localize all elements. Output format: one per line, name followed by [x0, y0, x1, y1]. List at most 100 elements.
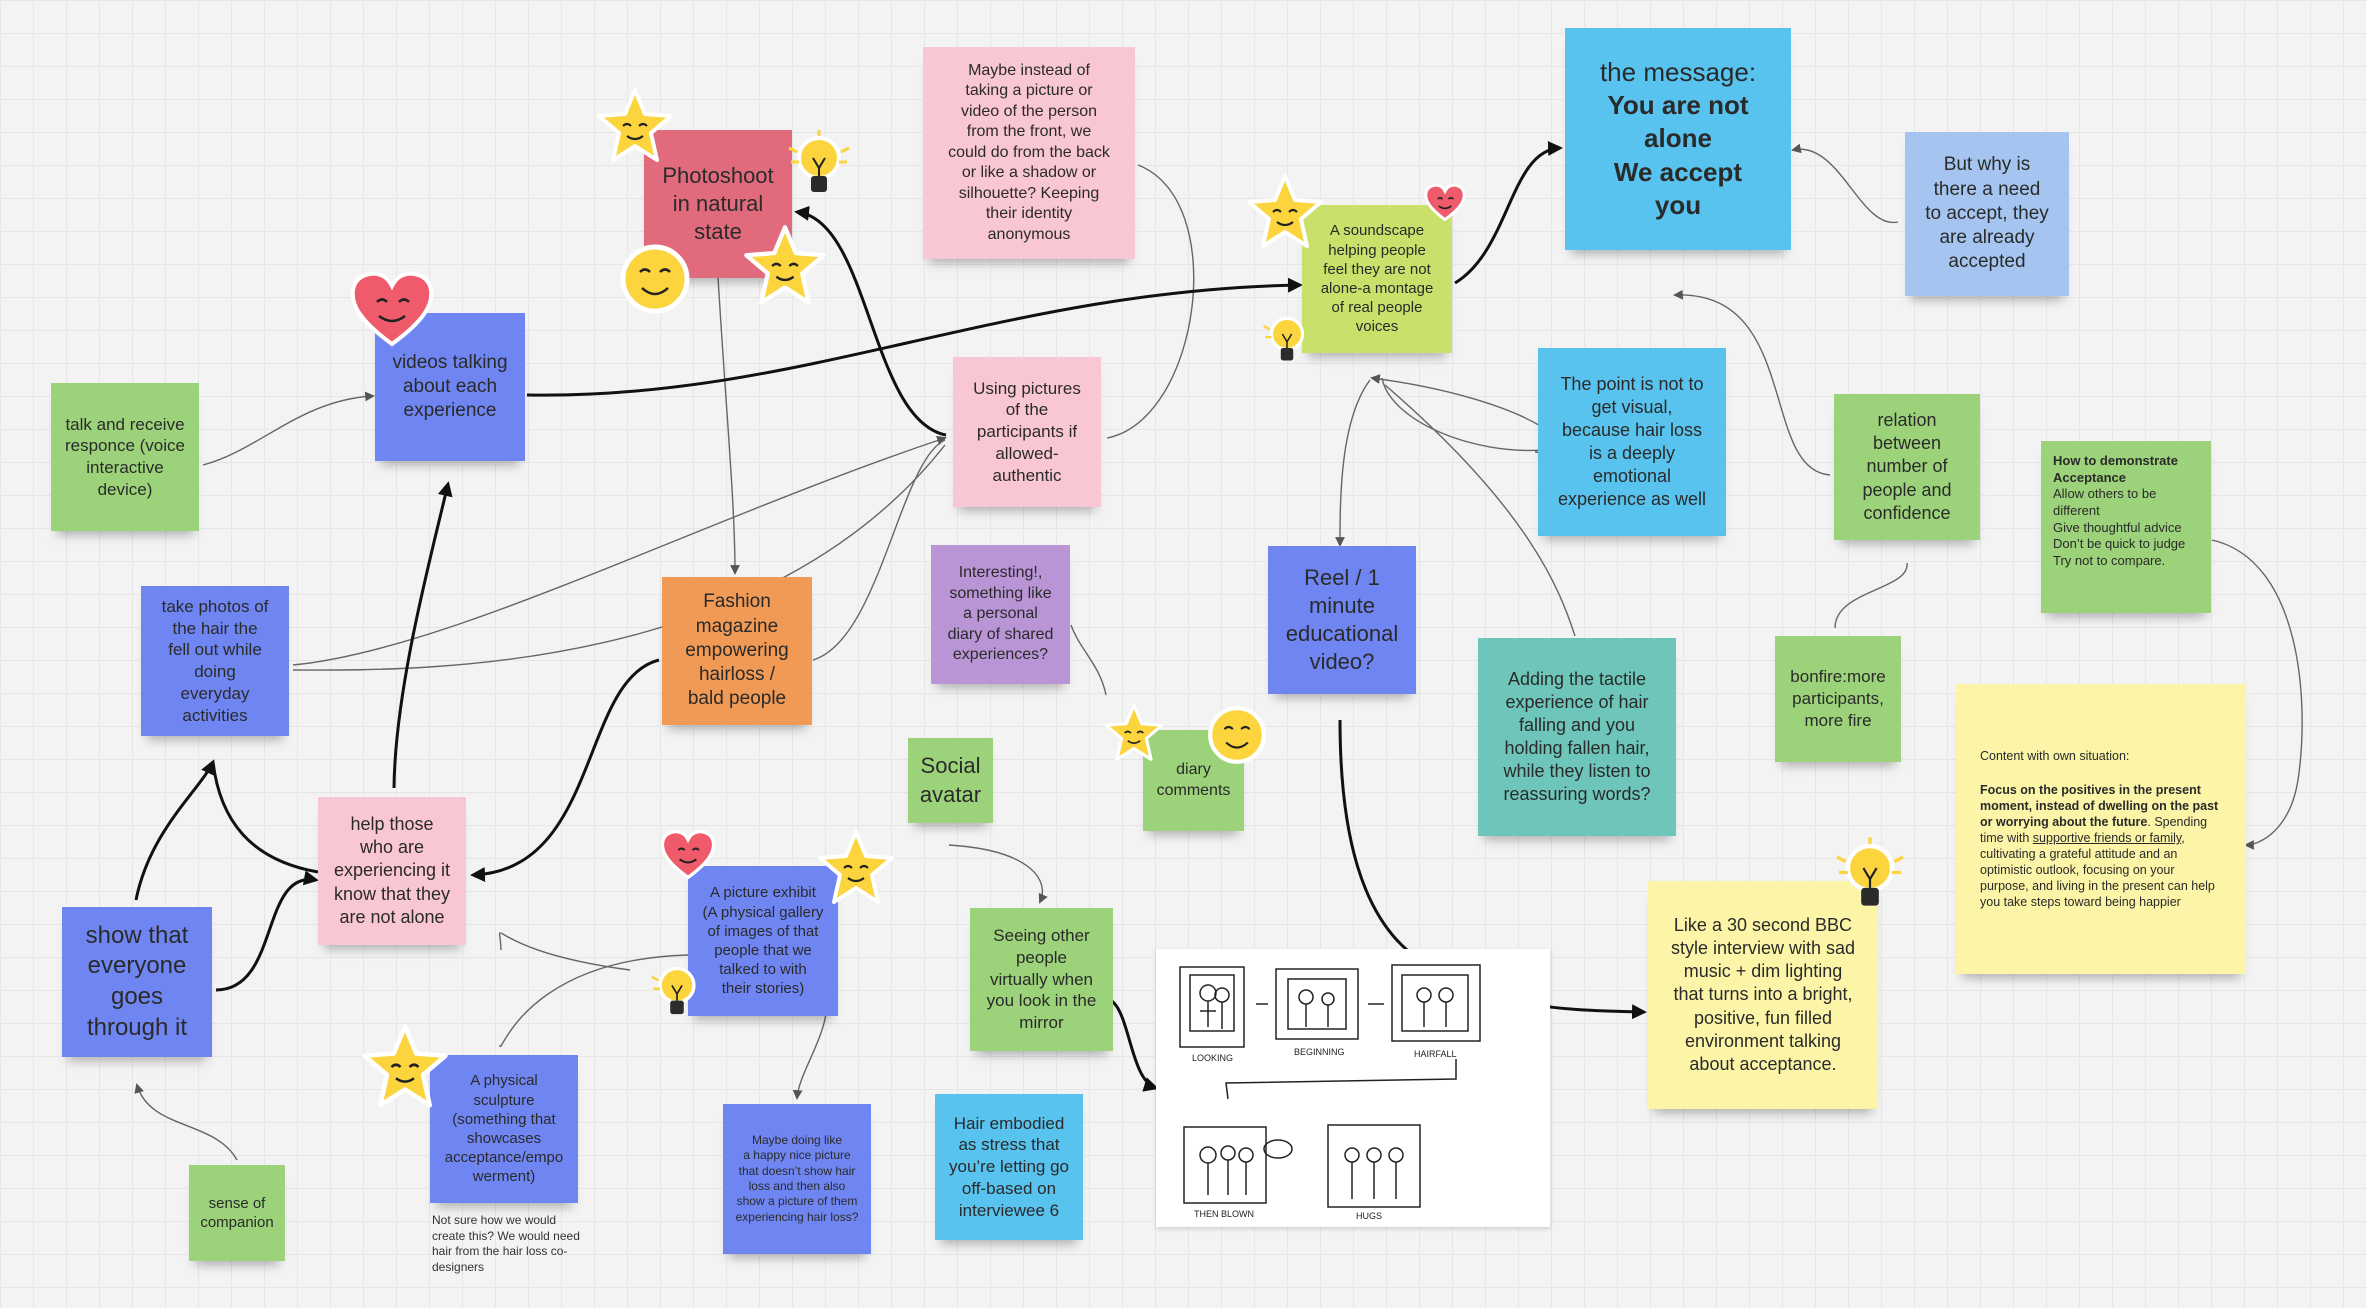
star-face-icon — [1245, 172, 1325, 252]
figure — [1366, 1147, 1382, 1163]
storyboard-drawing: LOOKING BEGINNING HAIRFALL THEN BLOWN HU… — [1179, 964, 1481, 1221]
sticky-note-bonfire[interactable]: bonfire:more participants, more fire — [1775, 636, 1901, 762]
sticky-note-maybe-back[interactable]: Maybe instead of taking a picture or vid… — [923, 47, 1135, 259]
lightbulb-icon — [646, 960, 708, 1026]
frame-looking — [1179, 966, 1245, 1048]
frame-then-blown — [1183, 1126, 1267, 1204]
sculpture-caption: Not sure how we would create this? We wo… — [432, 1213, 580, 1274]
sticky-note-take-photos[interactable]: take photos of the hair the fell out whi… — [141, 586, 289, 736]
note-text: take photos of the hair the fell out whi… — [161, 596, 269, 725]
sticky-note-companion[interactable]: sense of companion — [189, 1165, 285, 1261]
figure — [1238, 1147, 1254, 1163]
note-text: sense of companion — [200, 1194, 274, 1231]
sticky-note-show[interactable]: show that everyone goes through it — [62, 907, 212, 1057]
figure — [1199, 1146, 1217, 1164]
sticky-note-why[interactable]: But why is there a need to accept, they … — [1905, 132, 2069, 296]
sticky-note-message[interactable]: the message: You are not alone We accept… — [1565, 28, 1791, 250]
frame-beginning-inner — [1287, 978, 1347, 1030]
note-text: Photoshoot in natural state — [662, 162, 774, 245]
connector-bold — [392, 481, 453, 789]
sticky-note-relation[interactable]: relation between number of people and co… — [1834, 394, 1980, 540]
star-face-icon — [595, 86, 675, 166]
sketch-label: THEN BLOWN — [1194, 1209, 1254, 1219]
note-text: Adding the tactile experience of hair fa… — [1503, 668, 1651, 805]
note-bold: Focus on the positives in the present mo… — [1980, 783, 2219, 829]
figure — [1214, 987, 1230, 1003]
connector — [1384, 384, 1576, 637]
storyboard-sketch[interactable]: LOOKING BEGINNING HAIRFALL THEN BLOWN HU… — [1156, 949, 1550, 1227]
sticky-note-reel[interactable]: Reel / 1 minute educational video? — [1268, 546, 1416, 694]
speech-bubble — [1263, 1139, 1293, 1159]
sticky-note-stress[interactable]: Hair embodied as stress that you’re lett… — [935, 1094, 1083, 1240]
note-text: the message: — [1599, 56, 1757, 87]
note-text: show that everyone goes through it — [85, 921, 189, 1041]
connector — [499, 954, 689, 1048]
connector — [134, 1083, 238, 1161]
figure — [1388, 1147, 1404, 1163]
sticky-note-tactile[interactable]: Adding the tactile experience of hair fa… — [1478, 638, 1676, 836]
sticky-note-using-pictures[interactable]: Using pictures of the participants if al… — [953, 357, 1101, 507]
lightbulb-icon — [783, 128, 855, 206]
figure — [1344, 1147, 1360, 1163]
connector — [1381, 377, 1546, 452]
note-text: help those who are experiencing it know … — [333, 814, 451, 927]
heart-face-icon — [1424, 182, 1466, 222]
note-text: Seeing other people virtually when you l… — [986, 926, 1097, 1033]
sticky-note-happy[interactable]: Maybe doing like a happy nice picture th… — [723, 1104, 871, 1254]
sticky-note-sculpture[interactable]: A physical sculpture (something that sho… — [430, 1055, 578, 1203]
connector — [292, 444, 946, 671]
sticky-note-seeing[interactable]: Seeing other people virtually when you l… — [970, 908, 1113, 1051]
connector — [1335, 379, 1371, 547]
figure — [1298, 989, 1314, 1005]
figure — [1438, 987, 1454, 1003]
note-text: Maybe instead of taking a picture or vid… — [948, 61, 1110, 243]
note-text: Allow others to be different Give though… — [2053, 486, 2186, 568]
note-text: Social avatar — [919, 753, 982, 807]
sticky-note-soundscape[interactable]: A soundscape helping people feel they ar… — [1302, 205, 1452, 353]
figure — [1416, 987, 1432, 1003]
sticky-note-bbc[interactable]: Like a 30 second BBC style interview wit… — [1648, 881, 1878, 1109]
sticky-note-fashion[interactable]: Fashion magazine empowering hairloss / b… — [662, 577, 812, 725]
sticky-note-social[interactable]: Social avatar — [908, 738, 993, 823]
sticky-note-talk[interactable]: talk and receive responce (voice interac… — [51, 383, 199, 531]
note-text: relation between number of people and co… — [1862, 410, 1952, 523]
connector-bold — [794, 205, 947, 437]
star-face-icon — [1103, 702, 1165, 764]
lightbulb-icon — [1830, 835, 1910, 921]
connector-bold — [526, 277, 1303, 397]
connector — [812, 439, 946, 661]
note-text: diary comments — [1156, 761, 1231, 799]
note-text: bonfire:more participants, more fire — [1790, 667, 1886, 730]
smiley-face-icon — [1206, 704, 1268, 766]
sticky-note-how-acceptance[interactable]: How to demonstrate Acceptance Allow othe… — [2041, 441, 2211, 613]
star-face-icon — [742, 223, 828, 309]
sticky-note-content[interactable]: Content with own situation: Focus on the… — [1956, 684, 2246, 974]
note-text: Using pictures of the participants if al… — [973, 378, 1081, 485]
note-text: Interesting!, something like a personal … — [947, 564, 1054, 664]
sticky-note-exhibit[interactable]: A picture exhibit (A physical gallery of… — [688, 866, 838, 1016]
star-face-icon — [816, 828, 896, 908]
connector-bold — [134, 759, 215, 901]
connector — [716, 259, 740, 575]
connector-bold — [215, 870, 319, 992]
star-face-icon — [360, 1022, 450, 1112]
sticky-note-interesting[interactable]: Interesting!, something like a personal … — [931, 545, 1070, 684]
connector — [1070, 624, 1107, 696]
note-intro: Content with own situation: — [1980, 749, 2130, 763]
frame-hugs — [1327, 1124, 1421, 1208]
sticky-note-point[interactable]: The point is not to get visual, because … — [1538, 348, 1726, 536]
connector — [1834, 562, 1908, 629]
note-text: Maybe doing like a happy nice picture th… — [735, 1132, 859, 1224]
figure — [1200, 1001, 1216, 1027]
note-text: The point is not to get visual, because … — [1557, 373, 1707, 510]
connector-bold — [1109, 998, 1159, 1092]
figure — [1321, 992, 1335, 1006]
sketch-label: HUGS — [1356, 1211, 1382, 1221]
frame-beginning — [1275, 968, 1359, 1040]
connector-bold — [211, 761, 319, 874]
sticky-note-help[interactable]: help those who are experiencing it know … — [318, 797, 466, 945]
figure — [1220, 1145, 1236, 1161]
note-link[interactable]: supportive friends or family — [2032, 831, 2182, 845]
note-text: A physical sculpture (something that sho… — [444, 1072, 564, 1186]
